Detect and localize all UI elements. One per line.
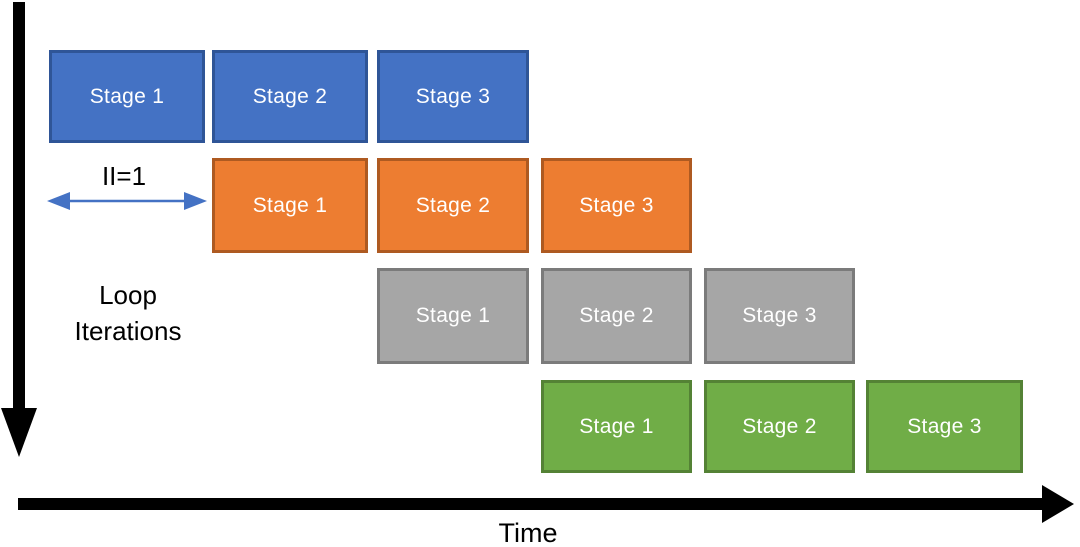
iteration-2-stage-box-2: Stage 2 [377,158,529,253]
stage-box-label: Stage 2 [579,304,654,327]
time-axis-arrow [18,485,1074,523]
iteration-1-stage-box-1: Stage 1 [49,50,205,143]
stage-box-label: Stage 3 [907,414,982,438]
stage-box-label: Stage 3 [415,84,491,108]
loop-iterations-axis-label: Loop Iterations [28,277,228,349]
loop-iterations-axis-arrow [1,2,37,457]
iteration-3-stage-box-2: Stage 2 [541,268,692,364]
stage-box-label: Stage 2 [252,84,328,108]
stage-box-label: Stage 2 [415,193,491,217]
iteration-1-stage-box-3: Stage 3 [377,50,529,143]
iteration-4-stage-box-2: Stage 2 [704,380,855,473]
iteration-4-stage-box-1: Stage 1 [541,380,692,473]
stage-box-label: Stage 2 [742,414,817,438]
stage-box-label: Stage 3 [579,193,654,217]
iteration-2-stage-box-3: Stage 3 [541,158,692,253]
stage-box-label: Stage 1 [415,304,491,327]
time-axis-label: Time [498,518,558,547]
stage-box-label: Stage 3 [742,304,817,327]
iteration-3-stage-box-1: Stage 1 [377,268,529,364]
stage-box-label: Stage 1 [579,414,654,438]
iteration-1-stage-box-2: Stage 2 [212,50,368,143]
ii-interval-arrow [47,192,207,210]
stage-box-label: Stage 1 [89,84,165,108]
iteration-2-stage-box-1: Stage 1 [212,158,368,253]
loop-iterations-axis-label-line1: Loop [99,280,157,310]
iteration-4-stage-box-3: Stage 3 [866,380,1023,473]
loop-iterations-axis-label-line2: Iterations [74,316,182,346]
iteration-3-stage-box-3: Stage 3 [704,268,855,364]
ii-interval-label: II=1 [101,161,147,191]
stage-box-label: Stage 1 [252,193,328,217]
